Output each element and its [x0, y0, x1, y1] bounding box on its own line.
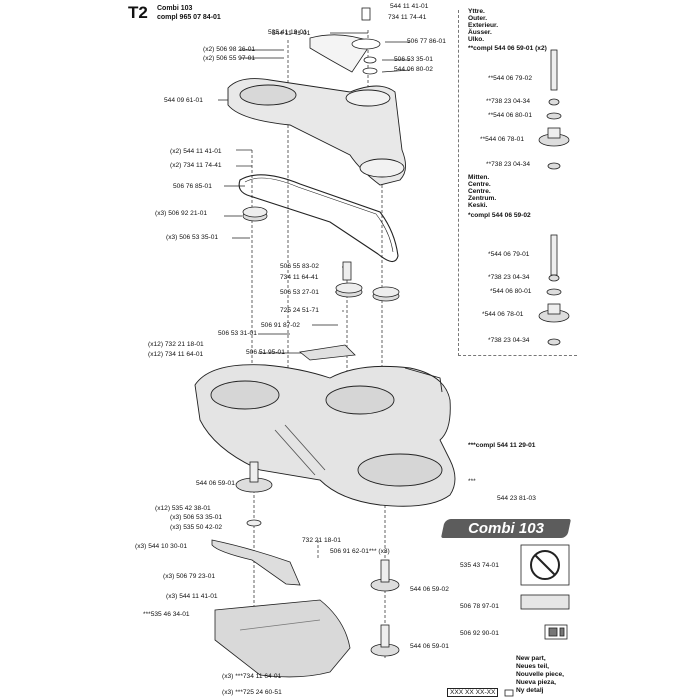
part-label: 506 77 86-01 [407, 38, 446, 45]
inset-part-label: **738 23 04-34 [486, 161, 530, 168]
part-label: (x12) 732 21 18-01 [148, 341, 204, 348]
legend-line-2: Nouvelle piece, [516, 671, 565, 678]
inset-part-label: **544 06 78-01 [480, 136, 524, 143]
part-label: (x12) 535 42 38-01 [155, 505, 211, 512]
lang-outer-4: Ulko. [468, 36, 485, 43]
part-label: (x2) 544 11 41-01 [170, 148, 222, 155]
new-part-legend: New part, Neues teil, Nouvelle piece, Nu… [516, 655, 564, 695]
part-label: (x3) 535 50 42-02 [170, 524, 223, 531]
part-label: (x2) 506 55 97-01 [203, 55, 256, 62]
part-label: (x3) 506 79 23-01 [163, 573, 216, 580]
part-label: 544 06 80-02 [394, 66, 433, 73]
combi-logo: Combi 103 [440, 519, 572, 538]
inset-part-label: **544 06 79-02 [488, 75, 532, 82]
part-label: ***535 46 34-01 [143, 611, 190, 618]
part-label: 544 23 81-03 [497, 495, 536, 502]
legend-line-0: New part, [516, 655, 546, 662]
part-label: 725 24 51-71 [280, 307, 319, 314]
part-label: 506 78 97-01 [460, 603, 499, 610]
part-label: (x3) ***725 24 60-51 [222, 689, 282, 696]
center-compl-label: *compl 544 06 59-02 [468, 212, 531, 219]
lang-outer-1: Outer. [468, 15, 488, 22]
legend-line-4: Ny detalj [516, 687, 544, 694]
part-label: 544 06 59-02 [410, 586, 449, 593]
inset-part-label: *544 06 79-01 [488, 251, 530, 258]
part-label: 535 41 19-01 [268, 29, 307, 36]
lang-outer-0: Yttre. [468, 8, 485, 15]
inset-part-label: *738 23 04-34 [488, 274, 530, 281]
inset-part-label: *544 06 78-01 [482, 311, 524, 318]
part-label: ***compl 544 11 29-01 [468, 442, 536, 449]
part-label: (x2) 506 98 26-01 [203, 46, 256, 53]
part-label: 506 53 27-01 [280, 289, 319, 296]
part-label: 506 91 87-02 [261, 322, 300, 329]
part-label: 506 53 31-01 [218, 330, 257, 337]
legend-line-3: Nueva pieza, [516, 679, 556, 686]
part-label: 544 09 61-01 [164, 97, 203, 104]
lang-center-2: Centre. [468, 188, 491, 195]
part-label: 506 92 90-01 [460, 630, 499, 637]
part-label: (x3) 506 53 35-01 [170, 514, 223, 521]
part-label: (x3) 544 10 30-01 [135, 543, 188, 550]
inset-part-label: **738 23 04-34 [486, 98, 530, 105]
spindle-inset-frame [458, 10, 577, 356]
lang-outer-list: Yttre. Outer. Exterieur. Äusser. Ulko. [468, 8, 498, 43]
part-label: (x12) 734 11 64-01 [148, 351, 204, 358]
part-label: 506 76 85-01 [173, 183, 212, 190]
compl-number: compl 965 07 84-01 [157, 14, 221, 21]
outer-compl-label: **compl 544 06 59-01 (x2) [468, 45, 547, 52]
part-label: *** [468, 478, 476, 485]
lang-center-list: Mitten. Centre. Centre. Zentrum. Keski. [468, 174, 496, 209]
part-label: 544 11 41-01 [272, 30, 311, 37]
part-label: 506 53 35-01 [394, 56, 433, 63]
part-label: 732 21 18-01 [302, 537, 341, 544]
lang-center-4: Keski. [468, 202, 488, 209]
legend-line-1: Neues teil, [516, 663, 549, 670]
part-label: (x3) ***734 11 64-01 [222, 673, 282, 680]
lang-outer-3: Äusser. [468, 29, 492, 36]
part-label: 506 91 62-01*** (x3) [330, 548, 390, 555]
part-label: 544 11 41-01 [390, 3, 429, 10]
part-label: 544 06 59-01 [196, 480, 235, 487]
lang-center-3: Zentrum. [468, 195, 497, 202]
part-label: 734 11 74-41 [388, 14, 427, 21]
lang-center-1: Centre. [468, 181, 491, 188]
part-label: 506 51 95-01 [246, 349, 285, 356]
inset-part-label: **544 06 80-01 [488, 112, 532, 119]
section-title: T2 [128, 3, 148, 22]
lang-outer-2: Exterieur. [468, 22, 499, 29]
part-label: 535 43 74-01 [460, 562, 499, 569]
model-name: Combi 103 [157, 5, 193, 12]
combi-logo-text: Combi 103 [468, 520, 544, 537]
part-label: 544 06 59-01 [410, 643, 449, 650]
part-label: (x2) 734 11 74-41 [170, 162, 222, 169]
part-code-format: XXX XX XX-XX [447, 688, 499, 697]
part-label: (x3) 506 53 35-01 [166, 234, 219, 241]
part-label: 734 11 64-41 [280, 274, 319, 281]
inset-part-label: *544 06 80-01 [490, 288, 532, 295]
inset-part-label: *738 23 04-34 [488, 337, 530, 344]
part-label: (x3) 544 11 41-01 [166, 593, 218, 600]
part-label: 506 55 83-02 [280, 263, 319, 270]
part-label: (x3) 506 92 21-01 [155, 210, 208, 217]
lang-center-0: Mitten. [468, 174, 490, 181]
